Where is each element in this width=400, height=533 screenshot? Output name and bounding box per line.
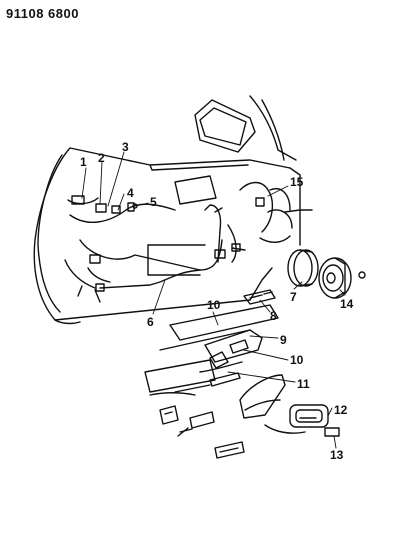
callout-10-upper: 10 <box>207 298 221 312</box>
callout-6: 6 <box>147 315 154 329</box>
handle-bezel-assembly <box>240 375 339 436</box>
callout-9: 9 <box>280 333 287 347</box>
door-small-parts <box>160 406 244 458</box>
callout-15: 15 <box>290 175 304 189</box>
callout-12: 12 <box>334 403 348 417</box>
callout-3: 3 <box>122 140 129 154</box>
callout-1: 1 <box>80 155 87 169</box>
door-frame <box>34 148 300 323</box>
callout-13: 13 <box>330 448 344 462</box>
callout-2: 2 <box>98 151 105 165</box>
diagram-code: 91108 6800 <box>6 6 79 21</box>
callout-14: 14 <box>340 297 354 311</box>
door-trim-panel <box>145 290 278 395</box>
side-mirror <box>195 96 296 160</box>
callout-4: 4 <box>127 186 134 200</box>
door-wiring-harness <box>65 183 365 303</box>
callout-5: 5 <box>150 195 157 209</box>
callout-10-lower: 10 <box>290 353 304 367</box>
callout-leader-lines <box>82 152 345 448</box>
callout-8: 8 <box>270 309 277 323</box>
callout-11: 11 <box>297 377 310 391</box>
speaker-assembly <box>288 250 351 298</box>
callout-7: 7 <box>290 290 297 304</box>
